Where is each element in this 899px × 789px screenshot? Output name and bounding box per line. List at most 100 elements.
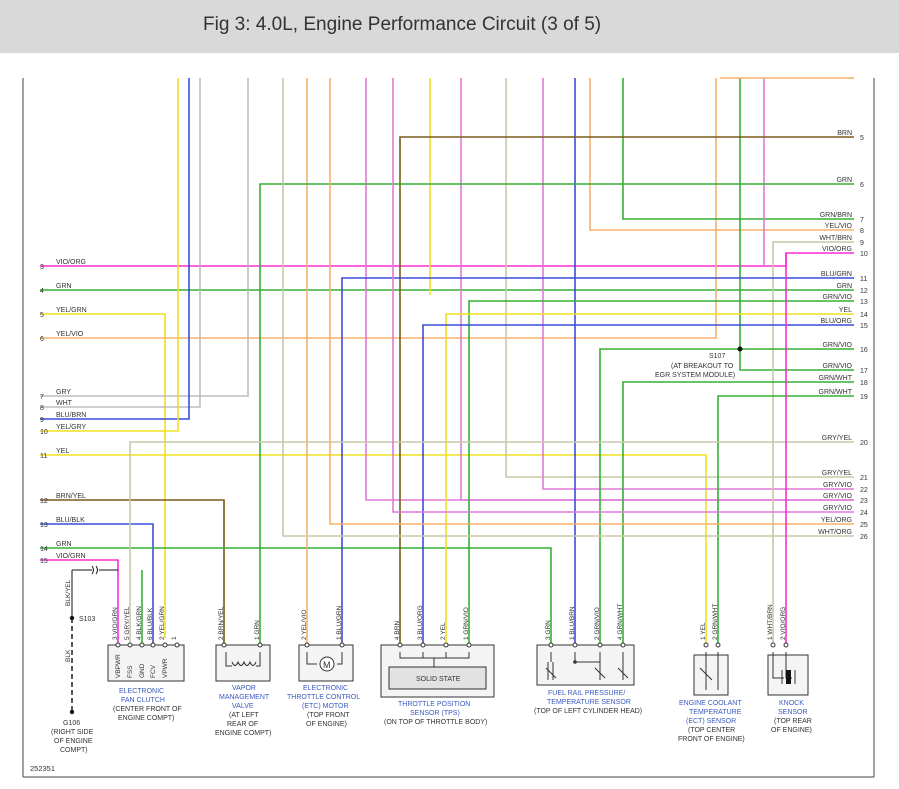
right-wire-name: WHT/BRN xyxy=(819,235,852,242)
tps-solid-state: SOLID STATE xyxy=(416,676,461,683)
pin-label: 2 BRN/YEL xyxy=(218,606,225,640)
right-wire-name: GRY/VIO xyxy=(823,505,853,512)
etc-motor-label-2: THROTTLE CONTROL xyxy=(287,694,360,701)
ect-label-2: TEMPERATURE xyxy=(689,709,742,716)
right-wire-name: YEL xyxy=(839,307,852,314)
left-wire-name: VIO/GRN xyxy=(56,553,86,560)
right-wire-name: YEL/VIO xyxy=(825,223,853,230)
etc-motor-label-1: ELECTRONIC xyxy=(303,685,348,692)
right-wire-name: GRY/VIO xyxy=(823,493,853,500)
right-wire-labels: BRN5GRN6GRN/BRN7YEL/VIO8WHT/BRN9VIO/ORG1… xyxy=(818,130,868,541)
left-wire-name: VIO/ORG xyxy=(56,259,86,266)
right-wire-name: GRN/WHT xyxy=(819,389,853,396)
pin-label: 6 BLU/BLK xyxy=(147,607,154,640)
pin-label: 1 xyxy=(171,636,178,640)
right-wire-name: WHT/ORG xyxy=(818,529,852,536)
ect-sensor-component: 1 YEL 2 GRN/WHT ENGINE COOLANT TEMPERATUR… xyxy=(678,604,745,744)
right-wire-name: GRN xyxy=(836,177,852,184)
etc-motor-label-5: OF ENGINE) xyxy=(306,721,347,728)
left-wire-name: YEL/GRY xyxy=(56,424,87,431)
tps-label-1: THROTTLE POSITION xyxy=(398,701,470,708)
right-wire-name: GRN/BRN xyxy=(820,212,852,219)
vapor-valve-label-4: (AT LEFT xyxy=(229,712,259,719)
pin-label: 2 YEL xyxy=(440,622,447,640)
pin-label: 3 BLU/ORG xyxy=(417,605,424,640)
left-wire-name: GRN xyxy=(56,541,72,548)
etc-motor-component: M 2 YEL/VIO 1 BLU/GRN ELECTRONIC THROTTLE… xyxy=(287,605,360,728)
right-wire-number: 24 xyxy=(860,510,868,517)
left-wire-name: YEL/GRN xyxy=(56,307,87,314)
right-wire-number: 25 xyxy=(860,522,868,529)
right-wire-number: 12 xyxy=(860,288,868,295)
ect-label-1: ENGINE COOLANT xyxy=(679,700,742,707)
pin-label: 1 GRN/VIO xyxy=(463,607,470,640)
right-wire-name: GRN/VIO xyxy=(822,342,852,349)
connector-pins xyxy=(115,642,789,648)
pin-label: 2 VIO/ORG xyxy=(780,607,787,640)
fan-clutch-terminal: GND xyxy=(139,663,146,678)
pin-label: 2 YEL/VIO xyxy=(301,609,308,640)
ground-blk-label: BLK xyxy=(65,649,72,662)
right-wire-number: 22 xyxy=(860,487,868,494)
right-wire-name: BLU/GRN xyxy=(821,271,852,278)
right-wire-number: 23 xyxy=(860,498,868,505)
pin-label: 1 BLU/GRN xyxy=(336,605,343,640)
right-wire-name: GRN/WHT xyxy=(819,375,853,382)
pin-label: 3 GRN xyxy=(545,620,552,640)
ground-circuit: BLK/YEL S103 BLK G106 (RIGHT SIDE OF ENG… xyxy=(51,565,118,754)
fan-clutch-label-1: ELECTRONIC xyxy=(119,688,164,695)
fan-clutch-terminal: VPWR xyxy=(162,658,169,678)
left-wire-number: 8 xyxy=(40,405,44,412)
left-wire-labels: 3VIO/ORG4GRN5YEL/GRN6YEL/VIO7GRY8WHT9BLU… xyxy=(40,259,87,565)
right-wire-name: GRY/VIO xyxy=(823,482,853,489)
left-harness xyxy=(40,78,854,645)
left-wire-name: GRN xyxy=(56,283,72,290)
fan-clutch-terminal: FCV xyxy=(150,664,157,678)
right-wire-number: 13 xyxy=(860,299,868,306)
right-wire-number: 18 xyxy=(860,380,868,387)
right-wire-name: YEL/ORG xyxy=(821,517,852,524)
etc-motor-m: M xyxy=(323,660,331,670)
left-wire-number: 3 xyxy=(40,264,44,271)
right-wire-number: 16 xyxy=(860,347,868,354)
fan-clutch-label-2: FAN CLUTCH xyxy=(121,697,165,704)
knock-label-3: (TOP REAR xyxy=(774,718,812,725)
splice-s107-desc2: EGR SYSTEM MODULE) xyxy=(655,372,735,379)
left-wire-number: 5 xyxy=(40,312,44,319)
pin-label: 1 YEL xyxy=(700,622,707,640)
left-wire-name: GRY xyxy=(56,389,71,396)
left-wire-name: BRN/YEL xyxy=(56,493,86,500)
pin-label: 4 BRN xyxy=(394,621,401,640)
diagram-frame xyxy=(22,78,875,778)
right-wire-name: GRN/VIO xyxy=(822,363,852,370)
right-wire-number: 15 xyxy=(860,323,868,330)
right-wire-name: GRN xyxy=(836,283,852,290)
left-wire-name: YEL xyxy=(56,448,69,455)
tps-label-3: (ON TOP OF THROTTLE BODY) xyxy=(384,719,487,726)
right-wire-number: 8 xyxy=(860,228,864,235)
pin-label: 3 VIO/GRN xyxy=(112,607,119,640)
pin-label: 2 GRN/VIO xyxy=(594,607,601,640)
right-wire-number: 20 xyxy=(860,440,868,447)
ground-wire-label: BLK/YEL xyxy=(65,579,72,606)
right-harness xyxy=(129,77,854,645)
right-wire-number: 7 xyxy=(860,217,864,224)
left-wire-name: YEL/VIO xyxy=(56,331,84,338)
left-wire-name: WHT xyxy=(56,400,73,407)
right-wire-name: GRY/YEL xyxy=(822,470,852,477)
pin-label: 2 GRN/WHT xyxy=(712,604,719,641)
ect-label-3: (ECT) SENSOR xyxy=(686,718,736,725)
pin-label: 1 GRN xyxy=(254,620,261,640)
left-wire-number: 10 xyxy=(40,429,48,436)
vapor-valve-label-2: MANAGEMENT xyxy=(219,694,270,701)
ect-label-4: (TOP CENTER xyxy=(688,727,735,734)
pin-label: 1 BLU/BRN xyxy=(569,606,576,640)
figure-header: Fig 3: 4.0L, Engine Performance Circuit … xyxy=(0,0,899,53)
fuel-rail-label-1: FUEL RAIL PRESSURE/ xyxy=(548,690,625,697)
left-wire-number: 4 xyxy=(40,288,44,295)
left-wire-name: BLU/BRN xyxy=(56,412,86,419)
figure-title: Fig 3: 4.0L, Engine Performance Circuit … xyxy=(203,14,602,35)
fan-clutch-label-3: (CENTER FRONT OF xyxy=(113,706,182,713)
left-wire-number: 15 xyxy=(40,558,48,565)
